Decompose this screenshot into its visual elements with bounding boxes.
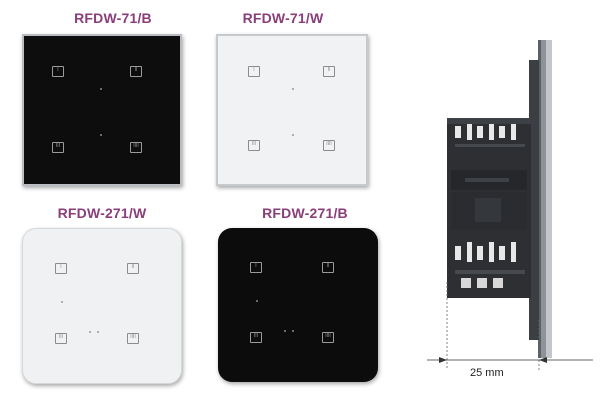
button-iiii-icon: IIII	[322, 332, 334, 343]
depth-dimension-label: 25 mm	[470, 367, 504, 379]
product-label-rfdw-71-w: RFDW-71/W	[242, 10, 324, 26]
indicator-led	[284, 330, 286, 332]
button-iii-icon: III	[52, 142, 64, 153]
product-label-rfdw-71-b: RFDW-71/B	[74, 10, 152, 26]
indicator-led	[292, 134, 294, 136]
button-i-icon: I	[248, 66, 260, 77]
indicator-led	[292, 88, 294, 90]
button-iii-icon: III	[250, 332, 262, 343]
panel-rfdw-71-w: I II III IIII	[216, 34, 368, 186]
side-view-diagram	[427, 40, 593, 370]
button-ii-icon: II	[323, 66, 335, 77]
button-iiii-icon: IIII	[323, 140, 335, 151]
button-iiii-icon: IIII	[127, 333, 139, 344]
button-i-icon: I	[250, 262, 262, 273]
vent-slots-bottom	[455, 242, 525, 288]
indicator-led	[89, 331, 91, 333]
button-ii-icon: II	[127, 263, 139, 274]
indicator-led	[256, 300, 258, 302]
panel-rfdw-71-b: I II III IIII	[22, 34, 182, 186]
panel-rfdw-271-b: I II III IIII	[218, 228, 378, 382]
indicator-led	[100, 88, 102, 90]
indicator-led	[292, 330, 294, 332]
button-ii-icon: II	[130, 66, 142, 77]
button-iii-icon: III	[55, 333, 67, 344]
vent-slots-top	[455, 124, 525, 147]
button-ii-icon: II	[322, 262, 334, 273]
button-iiii-icon: IIII	[130, 142, 142, 153]
product-label-rfdw-271-w: RFDW-271/W	[57, 205, 147, 221]
button-i-icon: I	[55, 263, 67, 274]
indicator-led	[100, 134, 102, 136]
button-i-icon: I	[52, 66, 64, 77]
panel-rfdw-271-w: I II III IIII	[22, 228, 182, 384]
button-iii-icon: III	[248, 140, 260, 151]
product-label-rfdw-271-b: RFDW-271/B	[262, 205, 348, 221]
indicator-led	[97, 331, 99, 333]
mounting-bracket	[529, 60, 539, 340]
indicator-led	[61, 301, 63, 303]
